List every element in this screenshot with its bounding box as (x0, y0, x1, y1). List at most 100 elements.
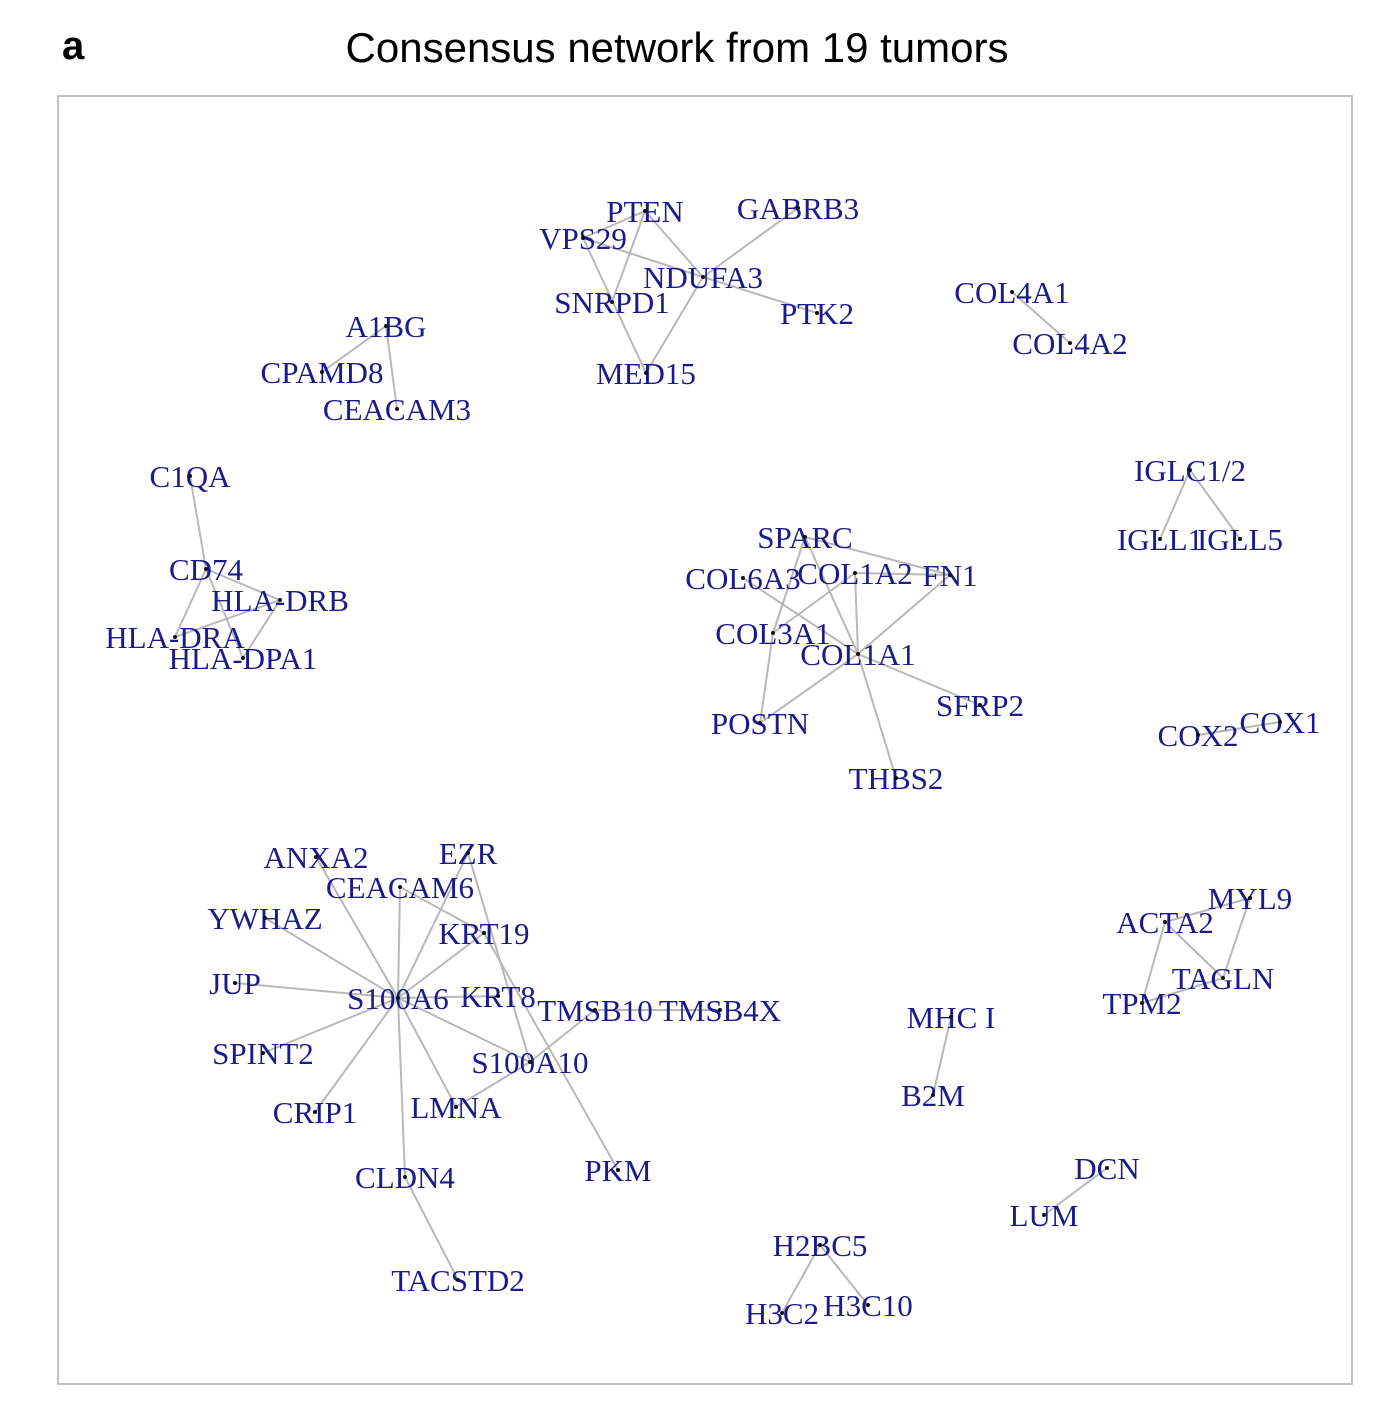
node-fn1: FN1 (922, 558, 977, 593)
node-dot (395, 407, 399, 411)
node-dot (931, 1093, 935, 1097)
edge-col3a1-postn (759, 632, 774, 724)
node-dot (581, 236, 585, 240)
node-dot (313, 1110, 317, 1114)
node-dot (1105, 1166, 1109, 1170)
edge-pten-snrpd1 (611, 210, 646, 303)
node-mhc-i: MHC I (907, 1000, 996, 1035)
node-dot (261, 1051, 265, 1055)
node-dot (278, 598, 282, 602)
node-dot (1163, 920, 1167, 924)
node-iglc1-2: IGLC1/2 (1134, 453, 1246, 488)
edge-s100a6-lmna (397, 997, 457, 1108)
node-ceacam6: CEACAM6 (326, 870, 474, 905)
node-dot (1248, 896, 1252, 900)
edge-c1qa-cd74 (189, 475, 207, 570)
node-ptk2: PTK2 (780, 296, 854, 331)
node-dot (204, 567, 208, 571)
figure-title: Consensus network from 19 tumors (345, 24, 1009, 71)
edge-mhc-i-b2m (932, 1016, 952, 1096)
node-dot (718, 1008, 722, 1012)
node-dot (466, 851, 470, 855)
node-ezr: EZR (439, 836, 498, 871)
edge-cox2-cox1 (1197, 721, 1281, 736)
node-dot (528, 1060, 532, 1064)
node-dot (398, 885, 402, 889)
node-dot (263, 916, 267, 920)
node-dot (610, 300, 614, 304)
node-dot (482, 931, 486, 935)
edge-s100a6-s100a10 (397, 997, 531, 1063)
node-vps29: VPS29 (539, 221, 627, 256)
node-med15: MED15 (596, 356, 696, 391)
node-dot (866, 1303, 870, 1307)
node-dot (948, 573, 952, 577)
node-dot (701, 275, 705, 279)
node-dot (856, 652, 860, 656)
edge-s100a6-anxa2 (315, 856, 399, 999)
edge-cd74-hla-dpa1 (205, 568, 244, 659)
node-s100a10: S100A10 (471, 1045, 588, 1080)
edge-s100a6-ezr (397, 852, 469, 999)
edge-hla-dra-hla-drb (174, 599, 281, 638)
edge-col1a2-col1a1 (854, 572, 859, 655)
edge-vps29-ndufa3 (582, 237, 704, 278)
node-col1a2: COL1A2 (797, 556, 912, 591)
node-dot (818, 1243, 822, 1247)
node-dot (384, 324, 388, 328)
node-pten: PTEN (606, 194, 684, 229)
node-gabrb3: GABRB3 (737, 191, 859, 226)
edge-s100a10-lmna (455, 1061, 531, 1108)
edge-cldn4-tacstd2 (404, 1176, 459, 1281)
node-dot (1188, 468, 1192, 472)
node-c1qa: C1QA (150, 459, 232, 494)
node-dot (496, 994, 500, 998)
edge-s100a10-tmsb10 (529, 1009, 596, 1063)
node-dot (758, 721, 762, 725)
node-dot (894, 776, 898, 780)
node-cox2: COX2 (1158, 718, 1239, 753)
edge-a1bg-cpamd8 (321, 325, 387, 373)
edge-col1a1-postn (759, 653, 859, 724)
node-dot (643, 209, 647, 213)
edge-h2bc5-h3c10 (819, 1244, 869, 1306)
edge-col1a2-fn1 (854, 572, 951, 576)
node-dot (1068, 341, 1072, 345)
node-h3c10: H3C10 (823, 1288, 913, 1323)
node-acta2: ACTA2 (1116, 905, 1213, 940)
node-hla-dra: HLA-DRA (105, 620, 245, 655)
node-dot (403, 1175, 407, 1179)
edge-ndufa3-med15 (645, 276, 704, 374)
node-dcn: DCN (1074, 1151, 1139, 1186)
node-cd74: CD74 (169, 552, 244, 587)
edge-tagln-tpm2 (1141, 977, 1224, 1004)
node-cpamd8: CPAMD8 (261, 355, 384, 390)
edge-s100a6-ywhaz (264, 917, 399, 999)
node-dot (454, 1105, 458, 1109)
panel-letter: a (62, 24, 85, 68)
node-dot (1010, 290, 1014, 294)
node-dot (644, 371, 648, 375)
edge-cd74-hla-drb (205, 568, 281, 601)
node-sfrp2: SFRP2 (936, 688, 1024, 723)
node-dot (173, 635, 177, 639)
node-tpm2: TPM2 (1102, 986, 1181, 1021)
node-dot (978, 703, 982, 707)
node-tmsb4x: TMSB4X (659, 993, 781, 1028)
edge-ceacam6-krt19 (399, 886, 485, 934)
edge-myl9-tagln (1222, 897, 1251, 979)
edge-s100a6-cldn4 (397, 997, 406, 1178)
node-thbs2: THBS2 (849, 761, 944, 796)
edge-col4a1-col4a2 (1011, 291, 1071, 344)
node-dot (1042, 1213, 1046, 1217)
node-sparc: SPARC (757, 520, 852, 555)
edge-col1a1-sfrp2 (857, 653, 981, 706)
node-ywhaz: YWHAZ (207, 901, 322, 936)
edge-hla-drb-hla-dpa1 (242, 599, 281, 659)
node-ceacam3: CEACAM3 (323, 392, 471, 427)
node-dot (803, 535, 807, 539)
node-h2bc5: H2BC5 (773, 1228, 868, 1263)
edge-s100a6-krt8 (397, 995, 499, 999)
node-dot (1158, 537, 1162, 541)
